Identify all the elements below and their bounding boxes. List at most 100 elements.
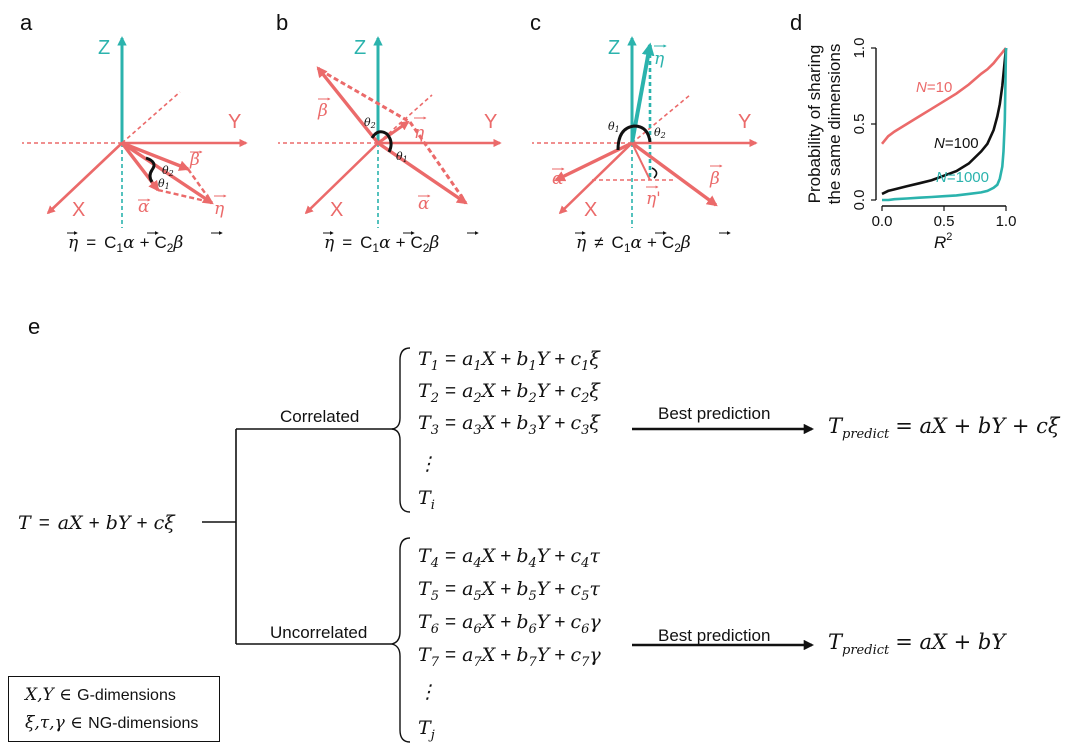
- beta-vector: [316, 66, 380, 145]
- correlated-dots: ⋮: [418, 453, 437, 475]
- y-tick-label: 0.5: [851, 114, 868, 135]
- beta-label: β: [709, 169, 720, 189]
- panel-b: b Z Y X θ2 θ1 β η α η=C1α+C2β: [276, 10, 502, 255]
- series-label: N=100: [934, 135, 979, 152]
- svg-text:η≠C1α+C2β: η≠C1α+C2β: [576, 233, 691, 255]
- dimension-legend: X,Y ∈ G-dimensions ξ,τ,γ ∈ NG-dimensions: [8, 676, 220, 742]
- series-line-n10: [880, 47, 1008, 145]
- alpha-vector: [554, 141, 633, 182]
- panel-letter-c: c: [530, 10, 541, 35]
- panel-e: e T=aX+bY+cξ Correlated Uncorrelated T1=…: [18, 314, 1061, 743]
- theta1-label: θ1: [608, 120, 620, 134]
- x-axis-title: R2: [934, 231, 952, 252]
- uncorrelated-dots: ⋮: [418, 681, 437, 703]
- x-tick-label: 1.0: [996, 213, 1017, 230]
- theta2-label: θ2: [364, 116, 376, 130]
- theta1-label: θ1: [396, 150, 408, 164]
- brace-uncorrelated: [391, 537, 411, 743]
- alpha-vector: [377, 141, 468, 205]
- uncorrelated-last: Tj: [418, 717, 435, 743]
- x-axis-negative: [631, 94, 691, 144]
- x-axis: [46, 142, 123, 215]
- x-axis-negative: [121, 91, 181, 144]
- beta-to-eta-dashed: [319, 68, 411, 124]
- x-axis: [304, 142, 379, 215]
- correlated-last: Ti: [418, 487, 435, 513]
- equation-row: T4=a4X+b4Y+c4τ: [418, 545, 600, 571]
- eta-vector: [377, 120, 410, 145]
- eta-label: η: [214, 199, 225, 219]
- branch-correlated-label: Correlated: [280, 407, 359, 426]
- theta2-label: θ2: [162, 164, 174, 178]
- beta-vector: [630, 141, 718, 207]
- y-axis-label: Y: [484, 111, 497, 133]
- equation-row: T2=a2X+b2Y+c2ξ: [418, 380, 601, 406]
- panel-letter-b: b: [276, 10, 288, 35]
- svg-text:η=C1α+C2β: η=C1α+C2β: [324, 233, 439, 255]
- equation-row: T6=a6X+b6Y+c6γ: [418, 611, 601, 637]
- eta-proj-label: η': [646, 189, 661, 209]
- alpha-label: α: [138, 197, 150, 217]
- y-tick-label: 0.0: [851, 190, 868, 211]
- uncorrelated-equations: T4=a4X+b4Y+c4τT5=a5X+b5Y+c5τT6=a6X+b6Y+c…: [418, 545, 601, 670]
- x-tick-label: 0.0: [872, 213, 893, 230]
- y-axis-title-line2: the same dimensions: [825, 44, 844, 205]
- angle-arc: [616, 124, 652, 151]
- eta-vector: [121, 141, 214, 205]
- series-line-n1000: [882, 47, 1008, 202]
- x-axis-label: X: [330, 199, 343, 221]
- panel-letter-e: e: [28, 314, 40, 339]
- root-equation: T=aX+bY+cξ: [18, 512, 176, 534]
- y-axis-title-line1: Probability of sharing: [805, 45, 824, 204]
- panel-a-equation: η=C1α+C2β: [67, 231, 223, 255]
- branch-uncorrelated-label: Uncorrelated: [270, 623, 367, 642]
- small-angle-arc: [651, 167, 658, 179]
- equation-row: T5=a5X+b5Y+c5τ: [418, 578, 600, 604]
- panel-c-equation: η≠C1α+C2β: [575, 231, 731, 255]
- x-axis-label: X: [584, 199, 597, 221]
- theta2-label: θ2: [654, 126, 666, 140]
- z-axis-label: Z: [354, 37, 366, 59]
- z-axis-label: Z: [608, 37, 620, 59]
- legend-line-ng: ξ,τ,γ ∈ NG-dimensions: [25, 713, 199, 733]
- y-tick-label: 1.0: [851, 38, 868, 59]
- beta-label: β: [189, 150, 200, 170]
- prediction-correlated: Tpredict= aX + bY + cξ: [828, 414, 1061, 442]
- alpha-label: α: [552, 169, 564, 189]
- x-axis-label: X: [72, 199, 85, 221]
- angle-arc: [370, 130, 393, 153]
- panel-letter-d: d: [790, 10, 802, 35]
- alpha-label: α: [418, 194, 430, 214]
- panel-letter-a: a: [20, 10, 33, 35]
- beta-vector: [121, 141, 191, 171]
- series-line-n100: [881, 47, 1008, 196]
- best-prediction-label-uncorrelated: Best prediction: [658, 626, 770, 645]
- x-tick-label: 0.5: [934, 213, 955, 230]
- equation-row: T7=a7X+b7Y+c7γ: [418, 644, 601, 670]
- equation-row: T3=a3X+b3Y+c3ξ: [418, 412, 601, 438]
- prediction-uncorrelated: Tpredict= aX + bY: [828, 630, 1007, 658]
- panel-d: d 0.00.0 0.5 0.5 1.0 1.0 Probability of shari…: [790, 10, 1016, 252]
- equation-row: T1=a1X+b1Y+c1ξ: [418, 348, 601, 374]
- theta1-label: θ1: [158, 177, 170, 191]
- eta-proj-vector: [631, 142, 651, 181]
- eta-label: η: [414, 123, 425, 143]
- y-axis-label: Y: [738, 111, 751, 133]
- panel-a: a Z Y X θ2 θ1 β α η η=C1α+C2β: [20, 10, 248, 255]
- z-axis-label: Z: [98, 37, 110, 59]
- eta-label: η: [654, 49, 665, 69]
- beta-label: β: [317, 101, 328, 121]
- angle-arc: [145, 156, 156, 183]
- beta-to-eta-dashed: [187, 168, 211, 201]
- alpha-to-eta-dashed: [157, 188, 211, 204]
- panel-c: c Z Y X θ1 θ2 η α β η' η≠C1α+C2β: [530, 10, 758, 255]
- series-label: N=1000: [936, 169, 989, 186]
- x-axis: [558, 142, 633, 215]
- brace-correlated: [391, 347, 411, 513]
- correlated-equations: T1=a1X+b1Y+c1ξT2=a2X+b2Y+c2ξT3=a3X+b3Y+c…: [418, 348, 601, 438]
- series-label: N=10: [916, 79, 952, 96]
- alpha-vector: [120, 141, 160, 192]
- best-prediction-label-correlated: Best prediction: [658, 404, 770, 423]
